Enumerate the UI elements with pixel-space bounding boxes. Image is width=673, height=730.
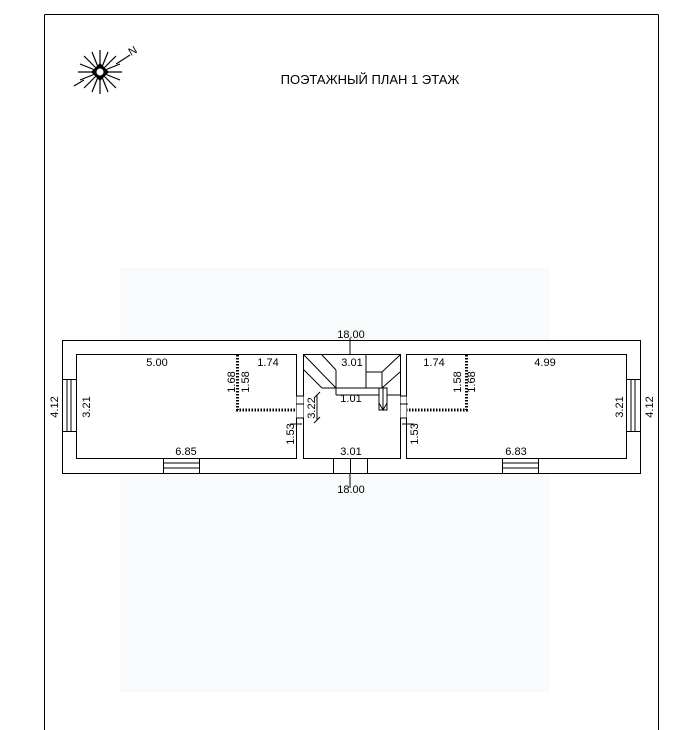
overall-width-top-label: 18.00: [337, 329, 365, 341]
left-room-top-width-label: 5.00: [146, 357, 167, 369]
right-room-bottom-width-label: 6.83: [505, 446, 526, 458]
left-closet-partition: [236, 355, 296, 412]
plan-background-panel: [120, 268, 550, 692]
right-closet-height-a-label: 1.58: [452, 371, 464, 392]
left-closet-width-label: 1.74: [257, 357, 278, 369]
left-closet-height-a-label: 1.68: [226, 371, 238, 392]
compass-rose-icon: [73, 50, 131, 94]
door-right-room: [400, 395, 407, 419]
hall-height-dimension: [313, 391, 321, 424]
window-bottom-left: [163, 458, 200, 474]
right-closet-height-b-label: 1.68: [466, 371, 478, 392]
hall-height-label: 3.22: [306, 397, 318, 418]
overall-width-bottom-label: 18.00: [337, 484, 365, 496]
right-outer-height-label: 4.12: [644, 396, 656, 417]
right-closet-partition: [407, 355, 468, 412]
window-right-wall: [626, 379, 641, 432]
left-closet-height-b-label: 1.58: [240, 371, 252, 392]
left-room-outline: [76, 354, 297, 459]
entrance-door: [333, 458, 368, 474]
hall-top-width-label: 3.01: [341, 357, 362, 369]
dimension-ticks: [290, 338, 414, 488]
left-room-bottom-width-label: 6.85: [175, 446, 196, 458]
right-room-top-width-label: 4.99: [534, 357, 555, 369]
door-left-room: [296, 395, 304, 419]
right-closet-width-label: 1.74: [423, 357, 444, 369]
hall-bottom-width-label: 3.01: [340, 446, 361, 458]
window-left-wall: [62, 379, 77, 432]
left-room-height-label: 3.21: [81, 396, 93, 417]
right-door-width-label: 1.53: [409, 423, 421, 444]
left-outer-height-label: 4.12: [49, 396, 61, 417]
right-room-outline: [406, 354, 627, 459]
left-door-width-label: 1.53: [285, 423, 297, 444]
right-room-height-label: 3.21: [614, 396, 626, 417]
staircase: [303, 354, 401, 412]
window-bottom-right: [502, 458, 539, 474]
plan-title: ПОЭТАЖНЫЙ ПЛАН 1 ЭТАЖ: [281, 72, 460, 87]
hall-stair-width-label: 1.01: [340, 393, 361, 405]
